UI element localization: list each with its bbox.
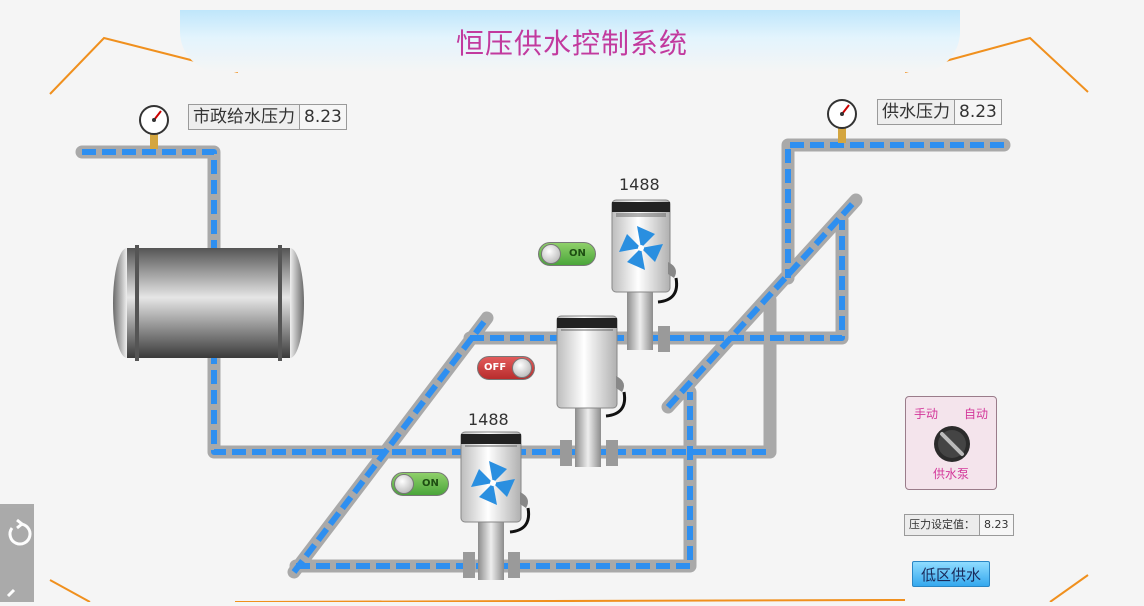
pump-1-run-count: 1488 xyxy=(619,175,660,194)
setpoint-label: 压力设定值： xyxy=(905,515,980,535)
refresh-icon xyxy=(6,518,32,598)
supply-pump-label: 供水泵 xyxy=(932,467,969,481)
fan-icon xyxy=(619,226,663,270)
pump-1-state-label: ON xyxy=(569,248,586,259)
pipe-network xyxy=(75,138,1011,579)
pump-3-state-label: ON xyxy=(422,478,439,489)
setpoint-value[interactable]: 8.23 xyxy=(980,515,1013,535)
toggle-knob xyxy=(394,474,414,494)
pump-3-toggle[interactable]: ON xyxy=(391,472,449,496)
toggle-knob xyxy=(541,244,561,264)
pump-unit xyxy=(460,431,531,580)
pump-3-run-count: 1488 xyxy=(468,410,509,429)
fan-icon xyxy=(471,461,515,505)
pump-2-toggle[interactable]: OFF xyxy=(477,356,535,380)
auto-label: 自动 xyxy=(963,407,988,421)
supply-pressure-readout: 供水压力 8.23 xyxy=(877,99,1002,125)
low-zone-supply-button[interactable]: 低区供水 xyxy=(912,561,990,587)
title-banner xyxy=(180,10,960,72)
pump-unit xyxy=(611,199,679,352)
supply-pressure-label: 供水压力 xyxy=(878,100,955,124)
side-panel-tab[interactable] xyxy=(0,504,34,602)
pressure-gauge-icon xyxy=(827,99,857,143)
municipal-pressure-value: 8.23 xyxy=(300,105,346,129)
toggle-knob xyxy=(512,358,532,378)
storage-tank xyxy=(113,245,304,361)
pressure-setpoint: 压力设定值： 8.23 xyxy=(904,514,1014,536)
pump-unit xyxy=(556,315,627,467)
pump-1-toggle[interactable]: ON xyxy=(538,242,596,266)
mode-selector-knob[interactable] xyxy=(933,425,971,463)
manual-label: 手动 xyxy=(914,407,939,421)
pressure-gauge-icon xyxy=(139,105,169,149)
pump-2-state-label: OFF xyxy=(484,362,507,373)
mode-selector-panel: 手动 自动 供水泵 xyxy=(905,396,997,490)
supply-pressure-value: 8.23 xyxy=(955,100,1001,124)
municipal-pressure-readout: 市政给水压力 8.23 xyxy=(188,104,347,130)
municipal-pressure-label: 市政给水压力 xyxy=(189,105,300,129)
page-title: 恒压供水控制系统 xyxy=(455,27,688,60)
